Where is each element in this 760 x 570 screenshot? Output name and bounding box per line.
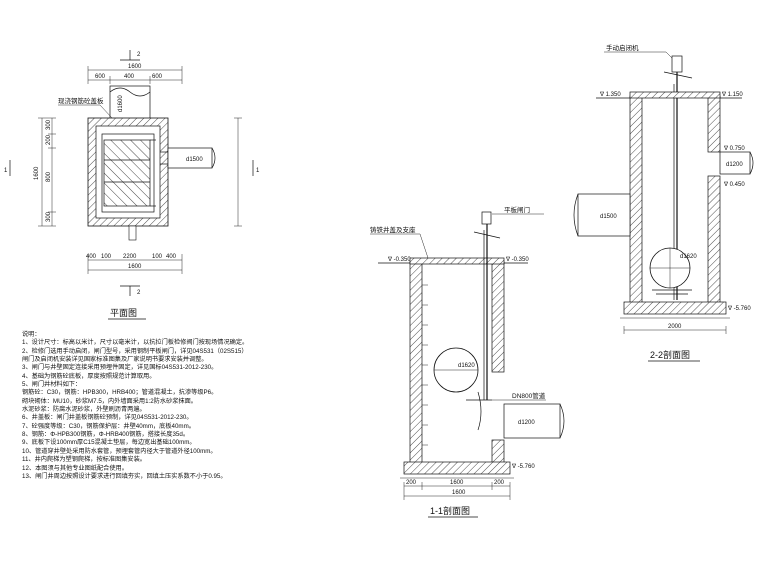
note-line-11: 7、砼强度等级：C30，钢筋保护层：井壁40mm，底板40mm。 (22, 422, 195, 430)
pipe-right-label: d1200 (518, 420, 535, 426)
dim-left-part-3: 800 (46, 171, 52, 182)
plan-callout: 现浇钢筋砼盖板 (58, 96, 104, 105)
section-1-1-title: 1-1剖面图 (430, 505, 470, 516)
elev-bottom-1-1: ∇ -5.760 (511, 463, 535, 470)
dim-bottom-part-5: 400 (166, 254, 177, 260)
dim-2-2-overall: 2000 (668, 324, 682, 330)
section-1-1-view: ∇ -0.350 ∇ -0.350 d1620 (370, 205, 565, 518)
section-mark-top: 2 (137, 52, 141, 58)
label-pipe: DN800管道 (512, 391, 546, 400)
note-line-17: 13、闸门井周边按照设计要求进行回填夯实，回填土压实系数不小于0.95。 (22, 472, 227, 480)
note-line-6: 5、闸门井材料如下： (22, 381, 82, 389)
dim-left-part-2: 200 (46, 134, 52, 145)
dim-top-overall: 1600 (128, 64, 142, 70)
note-line-16: 12、本图须与其他专业图纸配合使用。 (22, 464, 128, 472)
design-notes: 说明： 1、设计尺寸：标高以米计，尺寸以毫米计，以抗拉门板检修阀门按现场情况确定… (22, 331, 352, 481)
label-gate: 平板闸门 (504, 205, 530, 214)
dim-top-part-1: 600 (95, 74, 106, 80)
circle-label-2-2: d1620 (680, 254, 697, 260)
note-line-7: 钢筋砼：C30，钢筋：HPB300，HRB400；管道混凝土，抗渗等级P6。 (22, 389, 218, 397)
dim-top-part-2: 400 (124, 74, 135, 80)
elev-top-2-2: ∇ 1.350 (599, 91, 621, 98)
elev-pipe-top-2-2: ∇ 0.750 (723, 145, 745, 152)
note-line-4: 3、闸门与井壁固定连接采用预埋件固定，详见国标04S531-2012-230。 (22, 364, 218, 372)
note-line-5: 4、基础为钢筋砼底板，厚度按照规范计算取用。 (22, 372, 156, 380)
note-line-9: 水泥砂浆：防腐水泥砂浆，外壁刷沥青两遍。 (22, 406, 146, 414)
section-mark-left: 1 (4, 168, 8, 174)
note-line-12: 8、钢筋：Φ-HPB300钢筋，Φ-HRB400钢筋，搭接长度35d。 (22, 431, 190, 439)
pipe-circle-label: d1620 (458, 363, 475, 369)
note-line-2: 2、检修门选用手动启闭，闸门型号，采用钢制平板闸门，详见04S531（02S51… (22, 347, 248, 355)
dim-top-part-3: 600 (152, 74, 163, 80)
section-mark-bottom: 2 (137, 290, 141, 296)
dim-bottom-part-1: 400 (86, 254, 97, 260)
pipe-label-left-2-2: d1500 (600, 214, 617, 220)
elev-ground-left: ∇ -0.350 (387, 256, 411, 263)
dim-1-1-part-1: 200 (406, 480, 417, 486)
plan-title: 平面图 (110, 308, 137, 318)
section-2-2-title: 2-2剖面图 (650, 349, 690, 360)
elev-pipe-mid-2-2: ∇ 0.450 (723, 181, 745, 188)
note-line-8: 砌块砌体：MU10，砂浆M7.5，内外墙面采用1:2防水砂浆抹面。 (22, 397, 197, 405)
dim-bottom-part-3: 2200 (123, 254, 137, 260)
pipe-label-right: d1500 (186, 157, 203, 163)
dim-1-1-overall: 1600 (452, 490, 466, 496)
dim-left-overall: 1600 (34, 166, 40, 180)
elev-ground-right: ∇ -0.350 (505, 256, 529, 263)
elev-top-right-2-2: ∇ 1.150 (721, 91, 743, 98)
note-line-10: 6、井盖板：闸门井盖板钢筋砼预制，详见04S531-2012-230。 (22, 414, 193, 422)
dim-bottom-part-2: 100 (101, 254, 112, 260)
dim-bottom-overall: 1600 (128, 264, 142, 270)
note-line-1: 1、设计尺寸：标高以米计，尺寸以毫米计，以抗拉门板检修阀门按现场情况确定。 (22, 339, 249, 347)
elev-bottom-2-2: ∇ -5.760 (727, 305, 751, 312)
label-hoist: 手动启闭机 (606, 43, 639, 52)
note-line-15: 11、井内爬梯为塑钢爬梯，按标准图集安装。 (22, 456, 146, 464)
plan-view: 2 1600 600 400 600 d1600 现浇钢筋砼盖板 (4, 50, 260, 320)
note-line-3: 闸门及启闭机安装详见国家标准图集及厂家说明书要求安装并调整。 (22, 356, 208, 364)
pipe-label-top: d1600 (118, 95, 124, 112)
dim-left-part-4: 300 (46, 211, 52, 222)
dim-bottom-part-4: 100 (152, 254, 163, 260)
label-lid: 铸铁井盖及支座 (370, 225, 416, 234)
pipe-label-right-2-2: d1200 (726, 162, 743, 168)
notes-heading: 说明： (22, 331, 41, 338)
dim-left-part-1: 300 (46, 119, 52, 130)
note-line-13: 9、底板下设100mm厚C15混凝土垫层，每边宽出基础100mm。 (22, 439, 196, 447)
section-2-2-view: 手动启闭机 ∇ 1.350 ∇ 1.150 d1500 d1200 ∇ 0.75… (573, 43, 754, 362)
section-mark-right: 1 (256, 168, 260, 174)
dim-1-1-part-3: 200 (494, 480, 505, 486)
note-line-14: 10、管道穿井壁处采用防水套管，预埋套管内径大于管道外径100mm。 (22, 447, 217, 455)
dim-1-1-part-2: 1600 (450, 480, 464, 486)
